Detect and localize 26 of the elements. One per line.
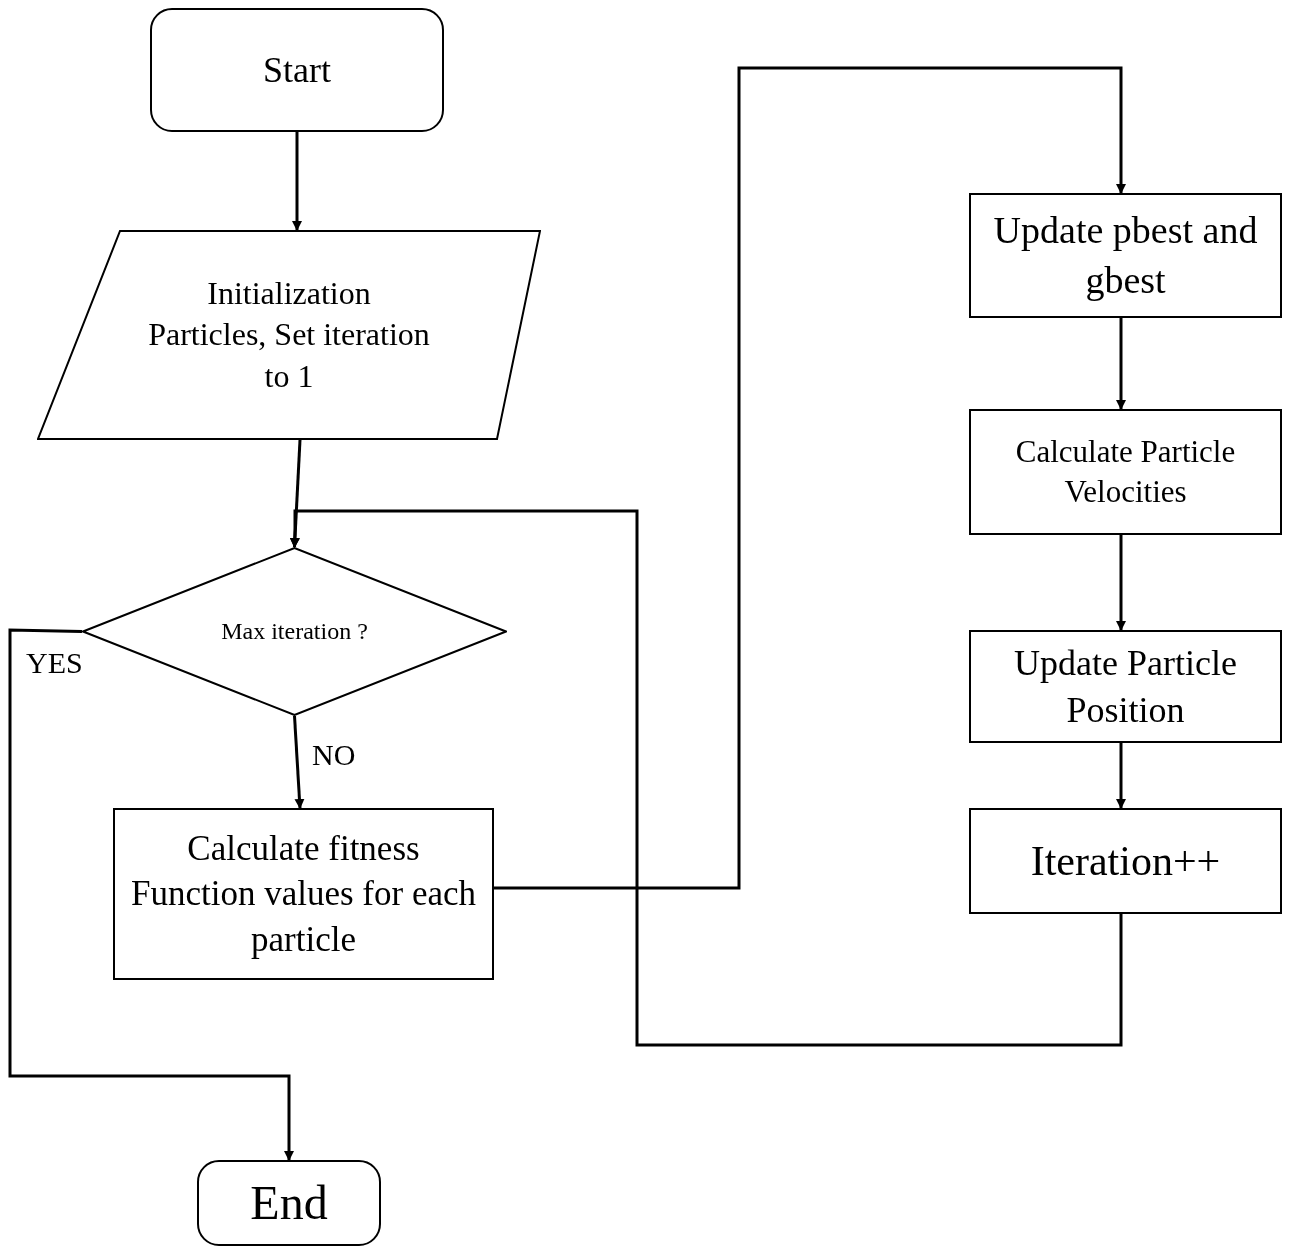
process-box xyxy=(113,808,494,980)
end-terminal xyxy=(197,1160,381,1246)
process-box xyxy=(969,808,1282,914)
node-text: Max iteration ? xyxy=(221,616,368,646)
arrow xyxy=(1116,318,1126,410)
arrow xyxy=(293,715,305,809)
arrow xyxy=(494,66,1126,890)
node-text: Calculate fitness Function values for each particle xyxy=(130,827,477,961)
input-parallelogram xyxy=(37,230,541,440)
node-text: Update Particle Position xyxy=(1013,641,1238,732)
node-text: Update pbest and gbest xyxy=(992,208,1259,303)
arrow xyxy=(289,509,1123,1047)
node-text: Start xyxy=(263,48,331,92)
process-box xyxy=(969,409,1282,535)
arrow xyxy=(8,628,294,1161)
node-text: Iteration++ xyxy=(1030,836,1221,886)
node-text: Calculate Particle Velocities xyxy=(1014,432,1237,511)
process-box xyxy=(969,630,1282,743)
node-text: End xyxy=(250,1174,328,1231)
node-text: Initialization Particles, Set iteration to 1 xyxy=(147,273,431,396)
arrow xyxy=(1116,535,1126,631)
arrow xyxy=(1116,743,1126,809)
process-box xyxy=(969,193,1282,318)
decision-diamond xyxy=(82,547,507,716)
start-terminal xyxy=(150,8,444,132)
arrow xyxy=(292,132,302,231)
